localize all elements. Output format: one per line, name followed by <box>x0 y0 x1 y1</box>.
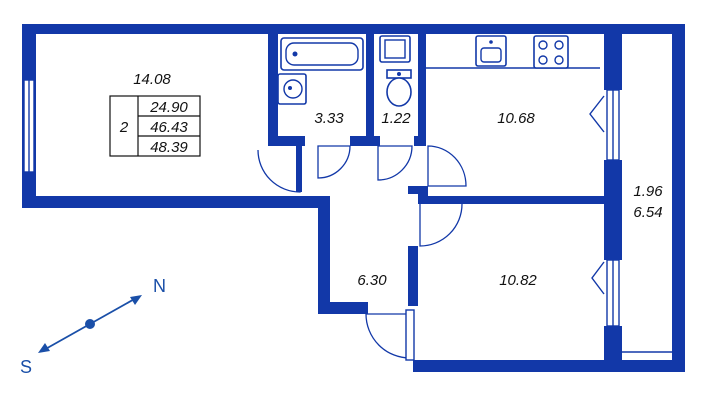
door-bathroom <box>317 145 351 179</box>
kitchen-sink-icon <box>475 35 507 67</box>
bathtub-icon <box>280 37 364 71</box>
room-large-area: 14.08 <box>133 71 171 88</box>
hall-area: 6.30 <box>357 272 387 289</box>
fixtures <box>277 35 600 107</box>
walls <box>22 24 685 372</box>
cistern-icon <box>379 35 411 63</box>
compass-south: S <box>20 357 32 377</box>
bathroom-area: 3.33 <box>314 110 344 127</box>
entry-door <box>365 313 411 359</box>
north-arrow-icon <box>130 295 142 305</box>
door-kitchen <box>427 145 467 187</box>
total-area-with-balcony: 48.39 <box>150 139 188 156</box>
compass-north: N <box>153 276 166 296</box>
door-wc <box>377 145 413 181</box>
kitchen-area: 10.68 <box>497 110 535 127</box>
balcony-windows <box>589 34 676 360</box>
door-room-large <box>257 149 301 193</box>
bedroom-area: 10.82 <box>499 272 537 289</box>
balcony-reduced-area: 1.96 <box>633 183 663 200</box>
living-area: 24.90 <box>149 99 188 116</box>
balcony-full-area: 6.54 <box>633 204 662 221</box>
compass-center-icon <box>85 319 95 329</box>
doors <box>257 145 467 361</box>
total-area: 46.43 <box>150 119 188 136</box>
rooms-count: 2 <box>119 119 129 136</box>
area-summary-table: 2 24.90 46.43 48.39 <box>109 95 201 157</box>
toilet-icon <box>386 77 412 107</box>
wc-area: 1.22 <box>381 110 411 127</box>
stove-icon <box>533 35 569 69</box>
south-arrow-icon <box>38 343 50 353</box>
door-bedroom <box>419 203 463 247</box>
compass: N S <box>20 276 166 377</box>
room-labels: 14.08 3.33 1.22 10.68 10.82 6.30 1.96 6.… <box>133 71 663 289</box>
